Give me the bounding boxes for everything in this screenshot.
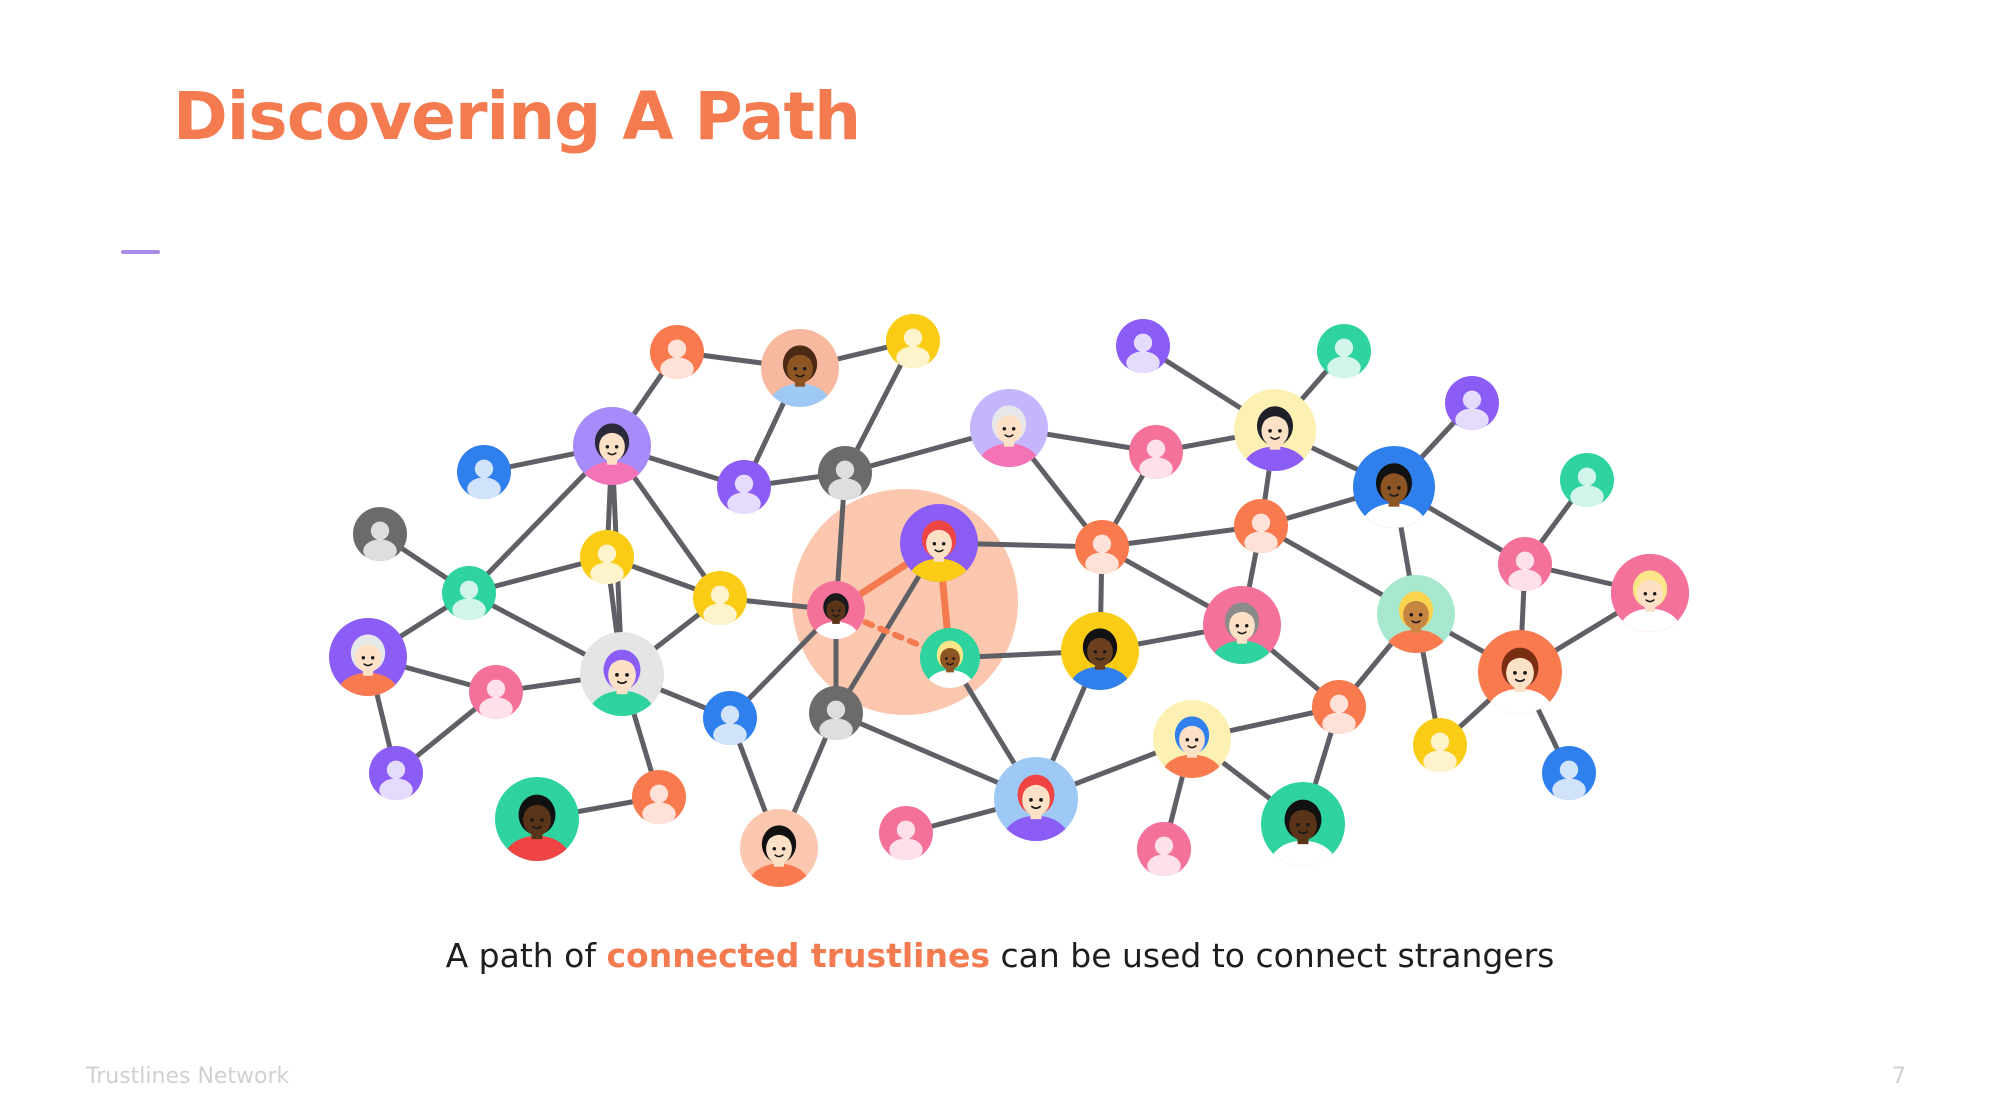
person-avatar-icon xyxy=(740,809,818,887)
person-avatar-icon xyxy=(970,389,1048,467)
person-avatar-icon xyxy=(920,628,980,688)
user-silhouette-icon xyxy=(886,314,940,368)
person-avatar-icon xyxy=(761,329,839,407)
user-silhouette-icon xyxy=(1445,376,1499,430)
user-silhouette-icon xyxy=(1317,324,1371,378)
person-avatar-icon xyxy=(1261,782,1345,866)
slide-title: Discovering A Path xyxy=(173,78,861,155)
user-silhouette-icon xyxy=(809,686,863,740)
person-avatar-icon xyxy=(1061,612,1139,690)
caption-highlight: connected trustlines xyxy=(606,936,991,975)
user-silhouette-icon xyxy=(717,460,771,514)
page-number: 7 xyxy=(1892,1064,1906,1089)
person-avatar-icon xyxy=(580,632,664,716)
user-silhouette-icon xyxy=(1137,822,1191,876)
user-silhouette-icon xyxy=(369,746,423,800)
user-silhouette-icon xyxy=(1413,718,1467,772)
user-silhouette-icon xyxy=(879,806,933,860)
person-avatar-icon xyxy=(1611,554,1689,632)
person-avatar-icon xyxy=(994,757,1078,841)
person-avatar-icon xyxy=(1203,586,1281,664)
person-avatar-icon xyxy=(1377,575,1455,653)
person-avatar-icon xyxy=(1234,389,1316,471)
user-silhouette-icon xyxy=(632,770,686,824)
footer-brand: Trustlines Network xyxy=(86,1064,290,1089)
user-silhouette-icon xyxy=(1542,746,1596,800)
network-nodes xyxy=(329,314,1689,887)
user-silhouette-icon xyxy=(469,665,523,719)
person-avatar-icon xyxy=(1478,630,1562,714)
person-avatar-icon xyxy=(573,407,651,485)
accent-divider xyxy=(121,250,160,254)
person-avatar-icon xyxy=(807,581,865,639)
person-avatar-icon xyxy=(900,504,978,582)
user-silhouette-icon xyxy=(1560,453,1614,507)
person-avatar-icon xyxy=(1153,700,1231,778)
person-avatar-icon xyxy=(1353,446,1435,528)
user-silhouette-icon xyxy=(693,571,747,625)
user-silhouette-icon xyxy=(353,507,407,561)
user-silhouette-icon xyxy=(703,691,757,745)
user-silhouette-icon xyxy=(442,566,496,620)
user-silhouette-icon xyxy=(457,445,511,499)
user-silhouette-icon xyxy=(650,325,704,379)
slide-caption: A path of connected trustlines can be us… xyxy=(0,936,2000,975)
user-silhouette-icon xyxy=(1312,680,1366,734)
caption-text-end: can be used to connect strangers xyxy=(990,936,1555,975)
user-silhouette-icon xyxy=(1116,319,1170,373)
user-silhouette-icon xyxy=(1075,520,1129,574)
user-silhouette-icon xyxy=(1129,425,1183,479)
person-avatar-icon xyxy=(329,618,407,696)
person-avatar-icon xyxy=(495,777,579,861)
user-silhouette-icon xyxy=(1234,499,1288,553)
user-silhouette-icon xyxy=(818,446,872,500)
caption-text-start: A path of xyxy=(445,936,607,975)
user-silhouette-icon xyxy=(1498,537,1552,591)
user-silhouette-icon xyxy=(580,530,634,584)
